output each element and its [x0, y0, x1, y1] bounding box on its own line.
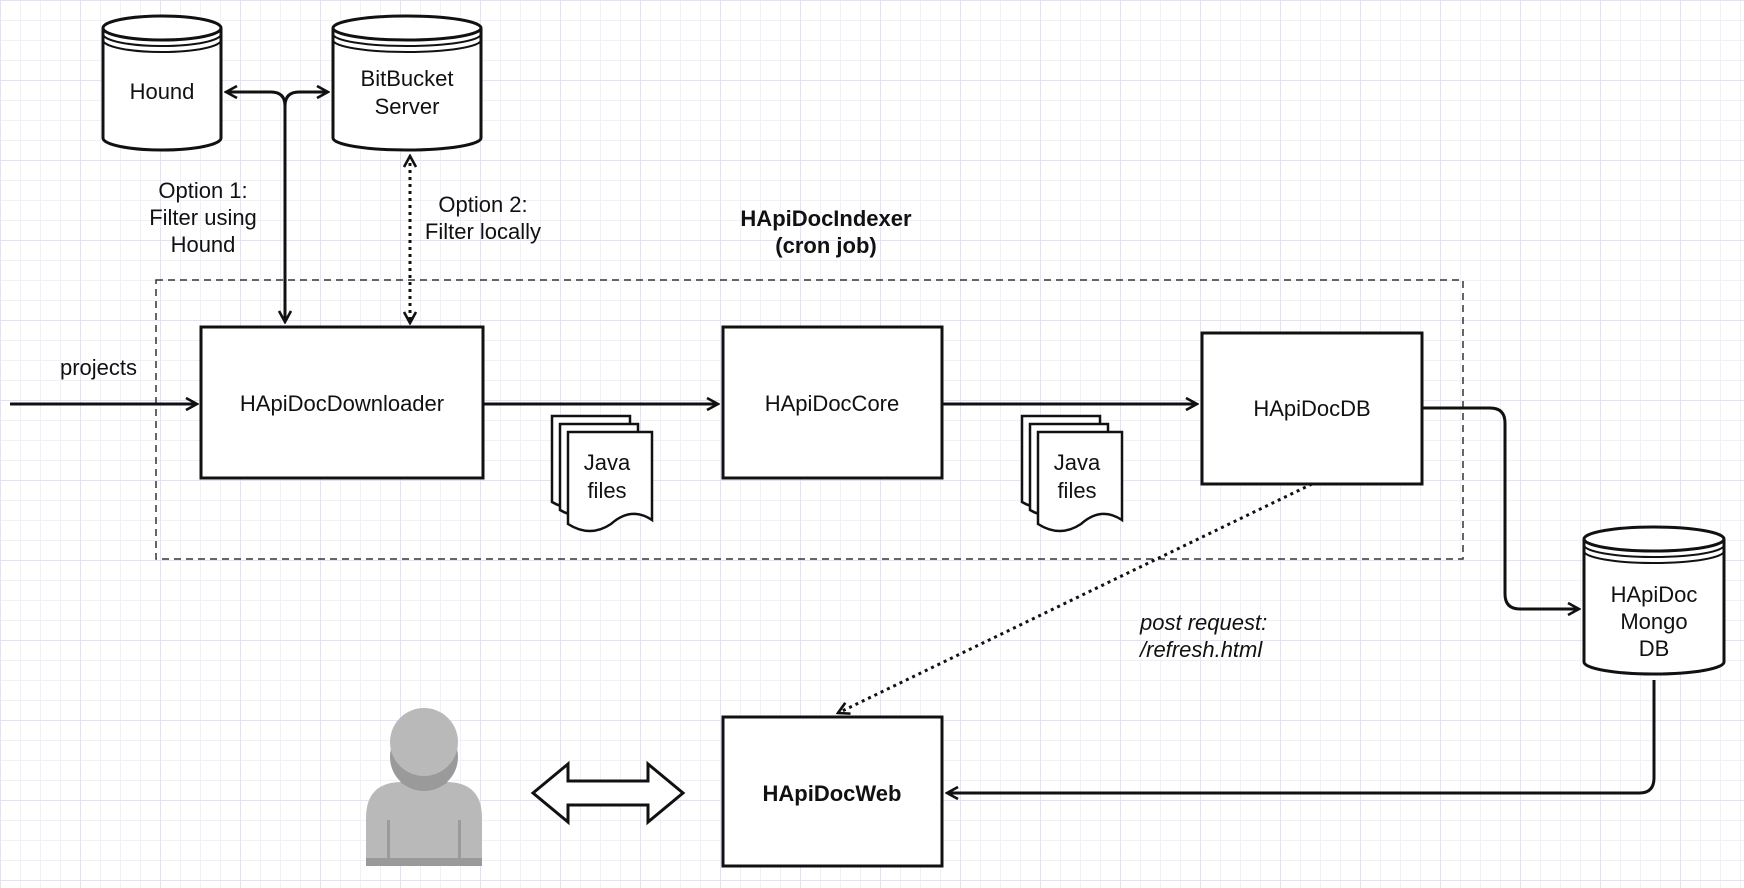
node-mongodb-label-3: DB	[1639, 636, 1670, 661]
node-core-label: HApiDocCore	[765, 391, 900, 416]
user-icon	[366, 708, 482, 866]
edge-db-mongo	[1422, 406, 1579, 609]
java-files-1-label-2: files	[587, 478, 626, 503]
node-mongodb-label-2: Mongo	[1620, 609, 1687, 634]
java-files-2-label-1: Java	[1054, 450, 1101, 475]
node-hound[interactable]: Hound	[101, 14, 223, 152]
indexer-group-subtitle: (cron job)	[775, 233, 876, 258]
node-downloader-label: HApiDocDownloader	[240, 391, 444, 416]
node-mongodb-label-1: HApiDoc	[1611, 582, 1698, 607]
option2-label-1: Option 2:	[438, 192, 527, 217]
node-downloader[interactable]: HApiDocDownloader	[199, 325, 485, 480]
node-bitbucket-label-2: Server	[375, 94, 440, 119]
node-web[interactable]: HApiDocWeb	[721, 715, 944, 868]
node-bitbucket-label-1: BitBucket	[361, 66, 454, 91]
java-files-2-label-2: files	[1057, 478, 1096, 503]
edge-mongo-web	[947, 680, 1656, 793]
node-db-label: HApiDocDB	[1253, 396, 1370, 421]
indexer-group-title: HApiDocIndexer	[740, 206, 912, 231]
post-request-label-1: post request:	[1139, 610, 1267, 635]
option1-label-3: Hound	[171, 232, 236, 257]
edge-option1-bitbucket	[283, 92, 328, 140]
node-core[interactable]: HApiDocCore	[721, 325, 944, 480]
node-db[interactable]: HApiDocDB	[1200, 331, 1424, 486]
java-files-2: Java files	[1020, 414, 1124, 533]
node-hound-label: Hound	[130, 79, 195, 104]
edge-option1-hound	[226, 92, 287, 140]
java-files-1-label-1: Java	[584, 450, 631, 475]
option2-label: Option 2: Filter locally	[425, 192, 541, 244]
projects-label: projects	[60, 355, 137, 380]
indexer-group-border	[155, 279, 1464, 560]
java-files-1: Java files	[550, 414, 654, 533]
option1-label: Option 1: Filter using Hound	[149, 178, 257, 257]
post-request-label: post request: /refresh.html	[1138, 610, 1267, 662]
option1-label-2: Filter using	[149, 205, 257, 230]
indexer-group-label: HApiDocIndexer (cron job)	[740, 206, 912, 258]
post-request-label-2: /refresh.html	[1138, 637, 1263, 662]
option2-label-2: Filter locally	[425, 219, 541, 244]
node-web-label: HApiDocWeb	[763, 781, 902, 806]
double-arrow-icon	[530, 760, 686, 826]
node-bitbucket-server[interactable]: BitBucket Server	[331, 14, 483, 152]
option1-label-1: Option 1:	[158, 178, 247, 203]
node-mongodb[interactable]: HApiDoc Mongo DB	[1582, 525, 1726, 676]
